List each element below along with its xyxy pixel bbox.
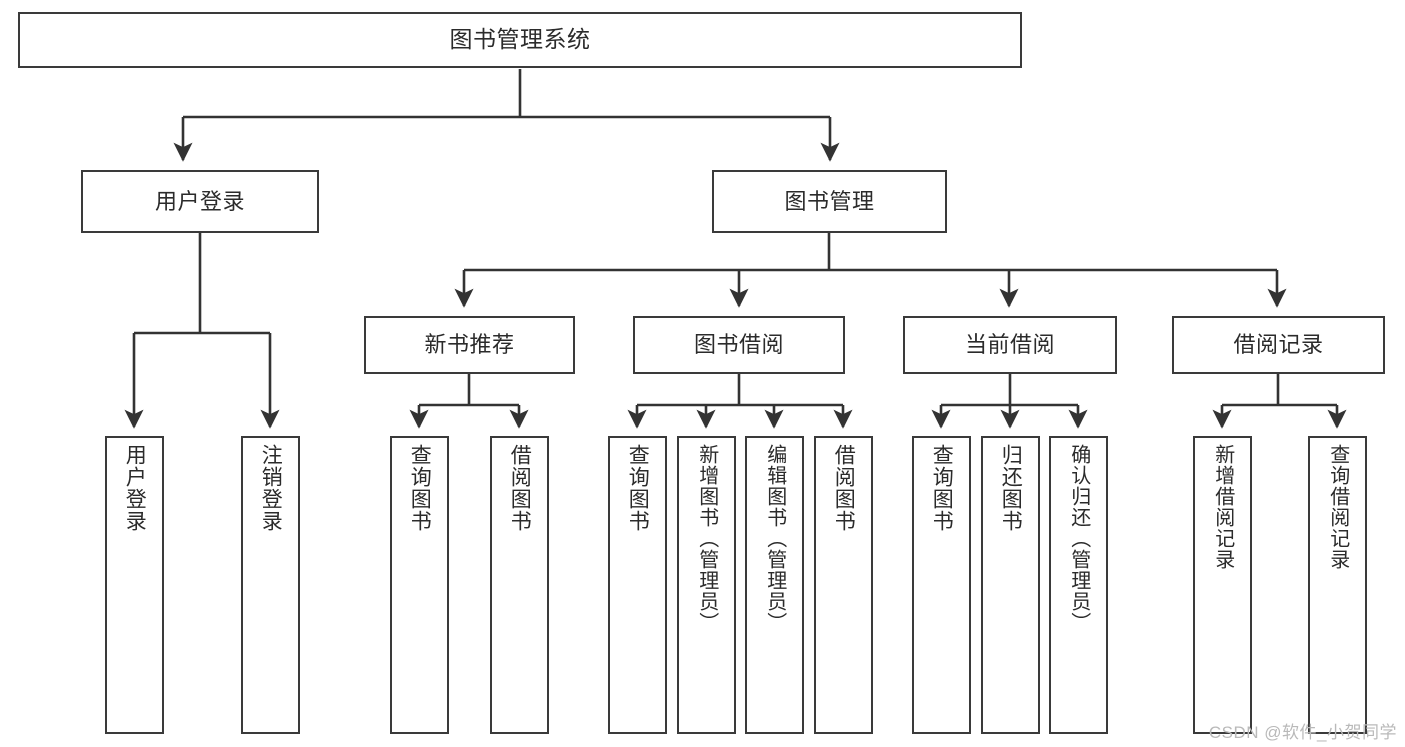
node-leaf-borrow-book-1[interactable]: 借阅图书 (490, 436, 549, 734)
node-leaf-edit-book-admin[interactable]: 编辑图书（管理员） (745, 436, 804, 734)
node-leaf-logout-login[interactable]: 注销登录 (241, 436, 300, 734)
node-leaf-query-borrow-record[interactable]: 查询借阅记录 (1308, 436, 1367, 734)
node-label: 借阅图书 (832, 444, 856, 532)
node-label: 新书推荐 (424, 332, 515, 358)
node-label: 查询图书 (626, 444, 650, 532)
node-label: 当前借阅 (964, 332, 1055, 358)
node-label: 归还图书 (999, 444, 1023, 532)
node-user-login[interactable]: 用户登录 (81, 170, 319, 233)
node-label: 查询图书 (408, 444, 432, 532)
node-leaf-query-book-1[interactable]: 查询图书 (390, 436, 449, 734)
node-book-borrow[interactable]: 图书借阅 (633, 316, 845, 374)
node-leaf-add-book-admin[interactable]: 新增图书（管理员） (677, 436, 736, 734)
node-leaf-user-login[interactable]: 用户登录 (105, 436, 164, 734)
node-label: 图书借阅 (693, 332, 784, 358)
node-borrow-record[interactable]: 借阅记录 (1172, 316, 1385, 374)
node-leaf-query-book-3[interactable]: 查询图书 (912, 436, 971, 734)
node-label: 用户登录 (123, 444, 147, 532)
node-label: 查询借阅记录 (1326, 444, 1349, 570)
node-book-manage[interactable]: 图书管理 (712, 170, 947, 233)
node-label: 新增图书（管理员） (695, 444, 718, 633)
node-leaf-query-book-2[interactable]: 查询图书 (608, 436, 667, 734)
node-label: 借阅记录 (1233, 332, 1324, 358)
node-label: 借阅图书 (508, 444, 532, 532)
node-leaf-borrow-book-2[interactable]: 借阅图书 (814, 436, 873, 734)
node-current-borrow[interactable]: 当前借阅 (903, 316, 1117, 374)
node-leaf-return-book[interactable]: 归还图书 (981, 436, 1040, 734)
node-leaf-add-borrow-record[interactable]: 新增借阅记录 (1193, 436, 1252, 734)
node-new-book-recommend[interactable]: 新书推荐 (364, 316, 575, 374)
node-label: 图书管理系统 (449, 26, 591, 53)
node-label: 确认归还（管理员） (1067, 444, 1090, 633)
node-label: 查询图书 (930, 444, 954, 532)
node-label: 用户登录 (154, 188, 245, 214)
node-leaf-confirm-return-admin[interactable]: 确认归还（管理员） (1049, 436, 1108, 734)
node-label: 注销登录 (259, 444, 283, 532)
node-root-system[interactable]: 图书管理系统 (18, 12, 1022, 68)
node-label: 图书管理 (784, 188, 875, 214)
node-label: 编辑图书（管理员） (763, 444, 786, 633)
watermark-text: CSDN @软件_小贺同学 (1208, 723, 1397, 742)
node-label: 新增借阅记录 (1211, 444, 1234, 570)
